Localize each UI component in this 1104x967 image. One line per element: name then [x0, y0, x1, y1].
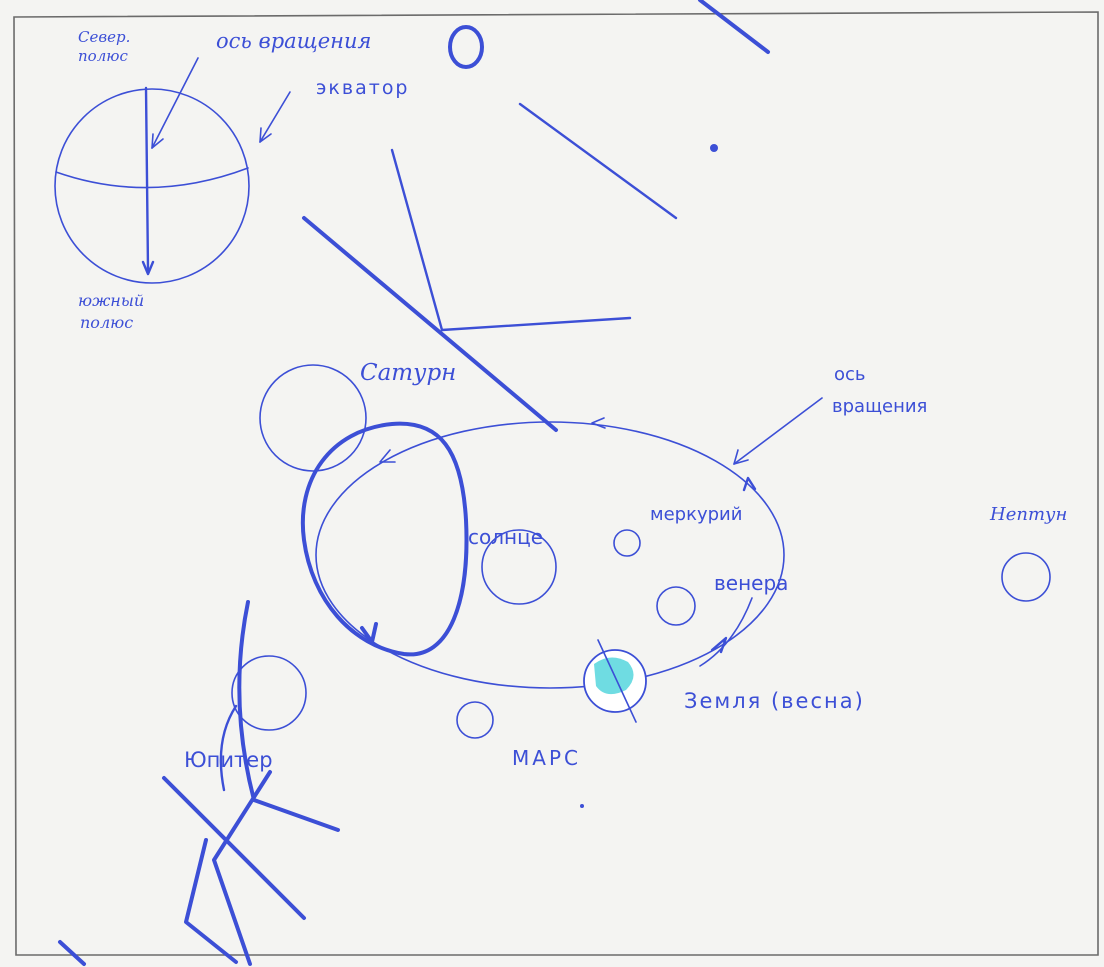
ink-dot	[710, 144, 718, 152]
orbit-axis-label-line1: ось	[834, 364, 866, 385]
south-pole-label-line1: южный	[78, 291, 144, 310]
mars-label: МАРС	[512, 746, 581, 770]
venus-label: венера	[714, 571, 788, 595]
equator-label: экватор	[316, 77, 410, 99]
saturn-label: Сатурн	[360, 360, 456, 386]
mercury-label: меркурий	[650, 504, 742, 525]
neptune-label: Нептун	[989, 504, 1067, 525]
earth-label: Земля (весна)	[684, 689, 865, 713]
south-pole-label-line2: полюс	[80, 313, 133, 332]
jupiter-label: Юпитер	[184, 748, 273, 772]
ink-dot	[580, 804, 584, 808]
orbit-axis-label-line2: вращения	[832, 396, 927, 417]
north-pole-label-line1: Север.	[78, 28, 130, 46]
sun-label: солнце	[468, 525, 543, 549]
axis-label: ось вращения	[216, 29, 371, 53]
north-pole-label-line2: полюс	[78, 47, 128, 65]
